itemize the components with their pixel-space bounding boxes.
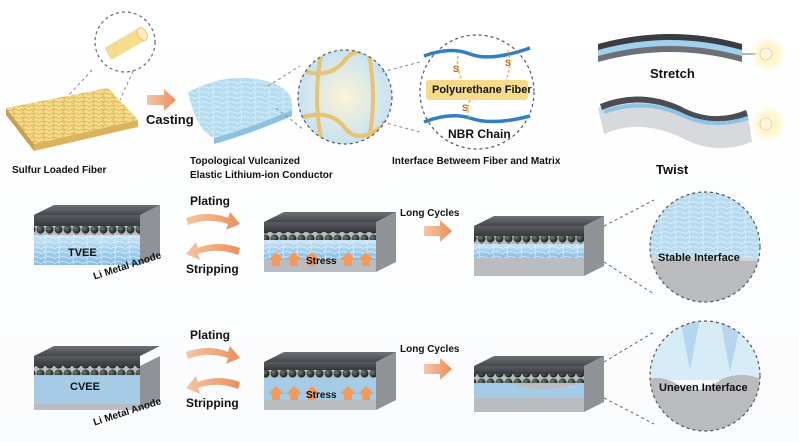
stripping-label-bottom: Stripping (186, 396, 239, 410)
casting-label: Casting (146, 112, 194, 127)
long-cycles-label-top: Long Cycles (400, 208, 460, 219)
conductor-label-line1: Topological Vulcanized (190, 156, 301, 167)
cvee-cell-initial (34, 346, 160, 410)
nbr-chain-label: NBR Chain (448, 127, 511, 141)
long-cycles-label-bottom: Long Cycles (400, 344, 460, 355)
polyurethane-fiber-label: Polyurethane Fiber (432, 84, 532, 96)
cvee-cell-cycled (474, 356, 604, 412)
stable-interface-label: Stable Interface (658, 252, 740, 264)
plating-label-top: Plating (190, 194, 231, 208)
uneven-interface-label: Uneven Interface (659, 382, 748, 394)
sulfur-fiber-label: Sulfur Loaded Fiber (12, 165, 107, 176)
cvee-label: CVEE (70, 381, 100, 393)
molecular-interface-zoom (419, 34, 535, 150)
long-cycles-arrow-bottom (424, 358, 452, 380)
stress-label-bottom: Stress (306, 390, 337, 401)
stretch-label: Stretch (650, 66, 695, 81)
conductor-film (188, 77, 293, 144)
uneven-interface-zoom (649, 320, 761, 432)
cvee-cell-stress (264, 352, 396, 410)
sulfur-fiber-mat (6, 88, 138, 151)
stress-label-top: Stress (306, 256, 337, 267)
plating-arrow-bottom (186, 346, 240, 364)
stretch-device (598, 34, 786, 72)
tvee-cell-cycled (474, 216, 604, 276)
casting-arrow (147, 89, 176, 111)
sulfur-atom-label-3: S (462, 103, 469, 113)
long-cycles-arrow-top (424, 220, 452, 242)
sulfur-atom-label-2: S (505, 58, 512, 68)
stripping-arrow-top (186, 242, 240, 260)
twist-device (598, 96, 786, 149)
tvee-label: TVEE (68, 247, 97, 259)
interface-caption: Interface Betweem Fiber and Matrix (392, 156, 561, 167)
stripping-label-top: Stripping (186, 262, 239, 276)
conductor-label-line2: Elastic Lithium-ion Conductor (190, 170, 333, 181)
stripping-arrow-bottom (186, 376, 240, 394)
sulfur-atom-label-1: S (453, 64, 460, 74)
interface-zoom (297, 49, 393, 145)
plating-label-bottom: Plating (190, 328, 231, 342)
single-fiber-zoom (67, 11, 156, 101)
stable-interface-zoom (649, 191, 761, 303)
plating-arrow-top (186, 212, 240, 230)
twist-label: Twist (656, 162, 689, 177)
tvee-cell-stress (264, 212, 396, 272)
tvee-cell-initial (34, 205, 160, 265)
